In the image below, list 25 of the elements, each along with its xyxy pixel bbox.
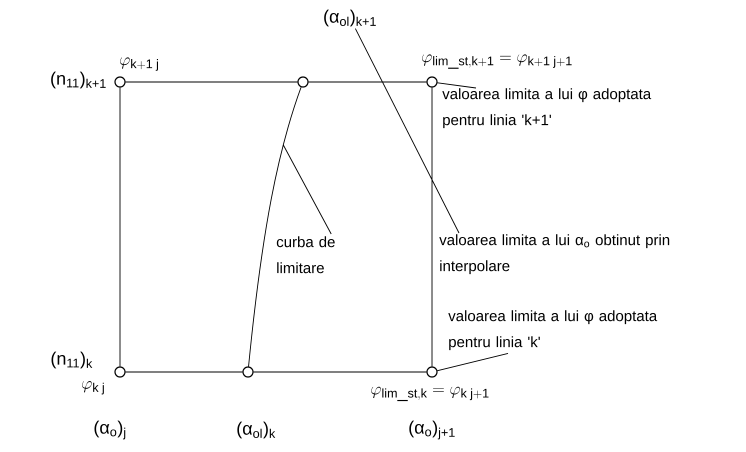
point-label: $\varphi_{\mathrm{lim\_st,k+1}} = \varphi_{\mathrm{k+1\;j+1}}$ [422,54,572,69]
annotation-text: valoarea limita a lui α$_{o}$ obtinut prin interpolare [439,234,670,274]
leader-line [437,82,476,88]
point-label: $\varphi_{\mathrm{k\;j}}$ [82,381,104,394]
point-marker [242,366,254,378]
point-label: $\varphi_{\mathrm{lim\_st,k}} = \varphi_{\mathrm{k\;j+1}}$ [371,386,488,402]
point-marker [114,366,126,378]
point-label: (α$_{o}$)$_{j+1}$ [409,420,455,440]
point-label: $\varphi_{\mathrm{k+1\;j}}$ [120,57,158,71]
leader-line [354,28,460,234]
point-marker [297,76,309,88]
point-label: (α$_{ol}$)$_{k}$ [237,422,276,438]
point-label: (α$_{o}$)$_{j}$ [94,420,126,440]
point-marker [114,76,126,88]
leader-line [437,352,508,372]
point-label: (α$_{ol}$)$_{k+1}$ [324,10,376,26]
annotation-text: curba de limitare [276,236,335,274]
annotation-text: valoarea limita a lui φ adoptata pentru linia 'k+1' [442,88,652,128]
curve [248,86,302,367]
point-marker [426,76,438,88]
point-label: (n$_{11}$)$_{k}$ [52,352,92,368]
point-label: (n$_{11}$)$_{k+1}$ [51,72,106,88]
leader-line [282,144,332,234]
annotation-text: valoarea limita a lui φ adoptata pentru linia 'k' [448,310,658,350]
point-marker [426,366,438,378]
